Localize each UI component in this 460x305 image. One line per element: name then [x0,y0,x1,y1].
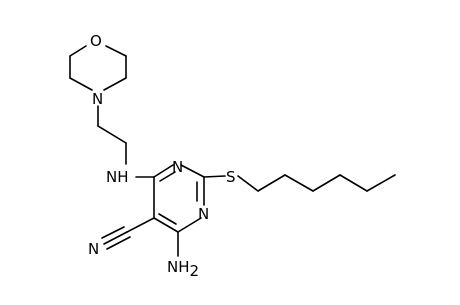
atom-label-s: S [226,168,236,186]
bond [284,174,314,192]
amino-nh-text: NH [167,258,190,276]
bond [177,217,202,233]
pyrimidine-ring [153,164,205,233]
bond [312,174,341,192]
bond [69,77,93,91]
atom-label-n-morpholine: N [92,90,103,108]
bond [237,175,259,192]
bond [97,125,127,144]
bond [257,174,286,192]
bond [366,174,396,192]
bond [103,77,127,91]
nitrile-group [101,217,155,250]
bond [69,45,87,57]
atom-label-nh-amine: NH [106,168,129,186]
bond [203,175,226,178]
bond [126,217,155,233]
atom-label-o: O [90,32,102,50]
bond [339,174,368,192]
bond [159,171,176,182]
bond [180,164,205,178]
bond [106,236,131,250]
atom-label-n-ring-upper: N [172,158,183,176]
atom-label-nh2: NH2 [167,258,199,280]
bond [153,217,179,233]
hexyl-chain [203,174,396,192]
bond [158,213,177,225]
ethyl-linker [97,105,127,165]
morpholine-ring [69,45,127,91]
bond [101,226,125,239]
bond [153,164,174,178]
amino-subscript: 2 [190,262,200,280]
atom-label-n-nitrile: N [88,240,99,258]
bond [105,45,127,57]
bond [103,231,128,245]
atom-label-n-ring-lower: N [198,205,209,223]
